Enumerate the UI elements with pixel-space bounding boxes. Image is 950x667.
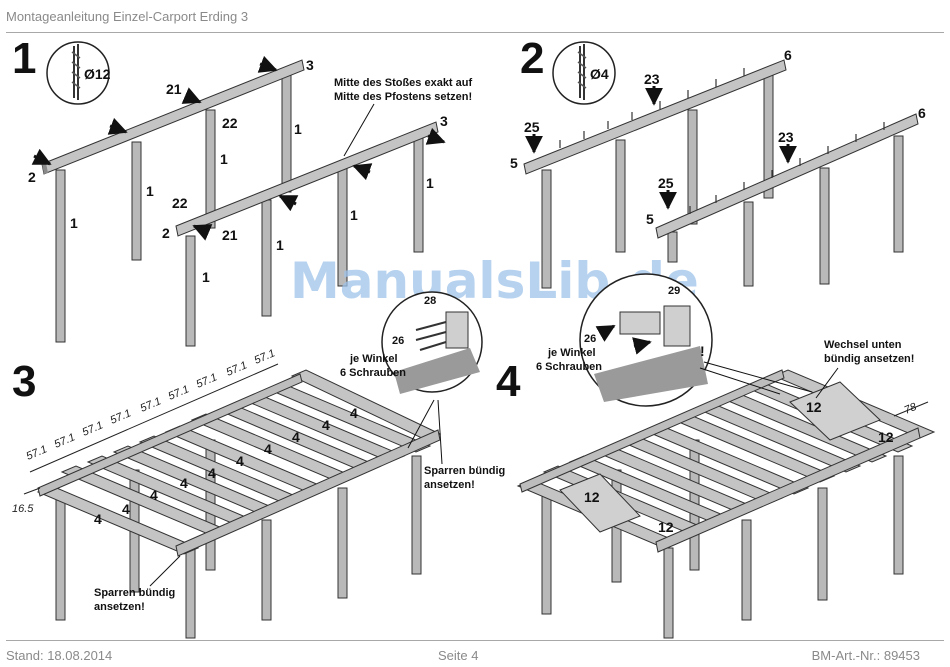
spacing-label: 57.1 xyxy=(252,347,276,366)
label-screw-22: 22 xyxy=(222,115,238,131)
footer-article: BM-Art.-Nr.: 89453 xyxy=(811,648,920,663)
label-rafter: 4 xyxy=(322,417,330,433)
label-post: 1 xyxy=(426,175,434,191)
label-screw-26-detail: 26 xyxy=(584,333,596,345)
label-post: 1 xyxy=(146,183,154,199)
step2-drill-size: Ø4 xyxy=(590,66,609,82)
header-offset-label: 78 xyxy=(902,401,919,417)
label-screw-23: 23 xyxy=(644,71,660,87)
label-screw-21: 21 xyxy=(166,81,182,97)
label-post: 1 xyxy=(276,237,284,253)
spacing-label: 57.1 xyxy=(108,407,132,426)
step3-note2-line2: ansetzen! xyxy=(94,601,145,613)
label-angle-28: 28 xyxy=(424,295,436,307)
step3-number: 3 xyxy=(12,357,36,406)
step3-note2-line1: Sparren bündig xyxy=(94,587,175,599)
label-strip-mid-front: 6 xyxy=(918,105,926,121)
label-rafter: 4 xyxy=(350,405,358,421)
label-screw-23-front: 23 xyxy=(778,129,794,145)
label-angle-29: 29 xyxy=(668,285,680,297)
spacing-label: 57.1 xyxy=(52,431,76,450)
label-post: 1 xyxy=(70,215,78,231)
step4-number: 4 xyxy=(496,357,521,406)
label-rafter: 4 xyxy=(94,511,102,527)
label-post: 1 xyxy=(220,151,228,167)
step4-note-line1: Wechsel unten xyxy=(824,339,902,351)
footer-page: Seite 4 xyxy=(438,648,479,663)
label-post: 1 xyxy=(350,207,358,223)
label-beam-end: 2 xyxy=(28,169,36,185)
label-screw-25: 25 xyxy=(524,119,540,135)
label-screw-26: 26 xyxy=(392,335,404,347)
label-post: 1 xyxy=(202,269,210,285)
step4-panel: 4 xyxy=(496,273,936,639)
label-rafter: 4 xyxy=(208,465,216,481)
step3-detail-line2: 6 Schrauben xyxy=(340,367,406,379)
label-post: 1 xyxy=(294,121,302,137)
label-strip-end: 5 xyxy=(510,155,518,171)
spacing-label: 57.1 xyxy=(194,371,218,390)
label-rafter: 4 xyxy=(236,453,244,469)
offset-label: 16.5 xyxy=(12,503,34,515)
footer-divider xyxy=(6,640,944,641)
label-screw-25-front: 25 xyxy=(658,175,674,191)
label-strip-end-front: 5 xyxy=(646,211,654,227)
step3-note-line2: ansetzen! xyxy=(424,479,475,491)
step2-drill-icon: Ø4 xyxy=(552,41,616,105)
header-divider xyxy=(6,32,944,33)
label-header: 12 xyxy=(658,519,674,535)
label-beam-mid-front: 3 xyxy=(440,113,448,129)
spacing-label: 57.1 xyxy=(138,395,162,414)
step3-panel: 3 xyxy=(12,291,505,639)
step1-drill-size: Ø12 xyxy=(84,66,111,82)
step1-drill-icon: Ø12 xyxy=(46,41,111,105)
step3-note-line1: Sparren bündig xyxy=(424,465,505,477)
step3-detail-line1: je Winkel xyxy=(349,353,398,365)
label-screw-22-front: 22 xyxy=(172,195,188,211)
step2-number: 2 xyxy=(520,34,544,83)
label-screw-21-front: 21 xyxy=(222,227,238,243)
spacing-label: 57.1 xyxy=(166,383,190,402)
label-beam-end-front: 2 xyxy=(162,225,170,241)
label-strip-mid: 6 xyxy=(784,47,792,63)
step4-detail-circle: 29 26 ! xyxy=(579,273,713,407)
header-offset-dimension: 78 xyxy=(893,401,929,417)
label-header: 12 xyxy=(806,399,822,415)
warning-mark: ! xyxy=(700,343,705,359)
step1-note-line1: Mitte des Stoßes exakt auf xyxy=(334,77,472,89)
spacing-label: 57.1 xyxy=(80,419,104,438)
label-rafter: 4 xyxy=(180,475,188,491)
spacing-label: 57.1 xyxy=(224,359,248,378)
step3-detail-circle: 28 26 xyxy=(381,291,483,394)
step4-detail-line1: je Winkel xyxy=(547,347,596,359)
label-rafter: 4 xyxy=(264,441,272,457)
step1-number: 1 xyxy=(12,34,36,83)
label-header: 12 xyxy=(584,489,600,505)
step4-detail-line2: 6 Schrauben xyxy=(536,361,602,373)
footer-date: Stand: 18.08.2014 xyxy=(6,648,113,663)
step1-panel: 1 Ø12 xyxy=(12,34,472,347)
label-rafter: 4 xyxy=(122,501,130,517)
spacing-label: 57.1 xyxy=(24,443,48,462)
step4-note-line2: bündig ansetzen! xyxy=(824,353,914,365)
label-header: 12 xyxy=(878,429,894,445)
label-beam-mid: 3 xyxy=(306,57,314,73)
label-rafter: 4 xyxy=(150,487,158,503)
step1-note-line2: Mitte des Pfostens setzen! xyxy=(334,91,472,103)
header-title: Montageanleitung Einzel-Carport Erding 3 xyxy=(6,9,249,24)
label-rafter: 4 xyxy=(292,429,300,445)
step2-panel: 2 Ø4 xyxy=(510,34,926,289)
